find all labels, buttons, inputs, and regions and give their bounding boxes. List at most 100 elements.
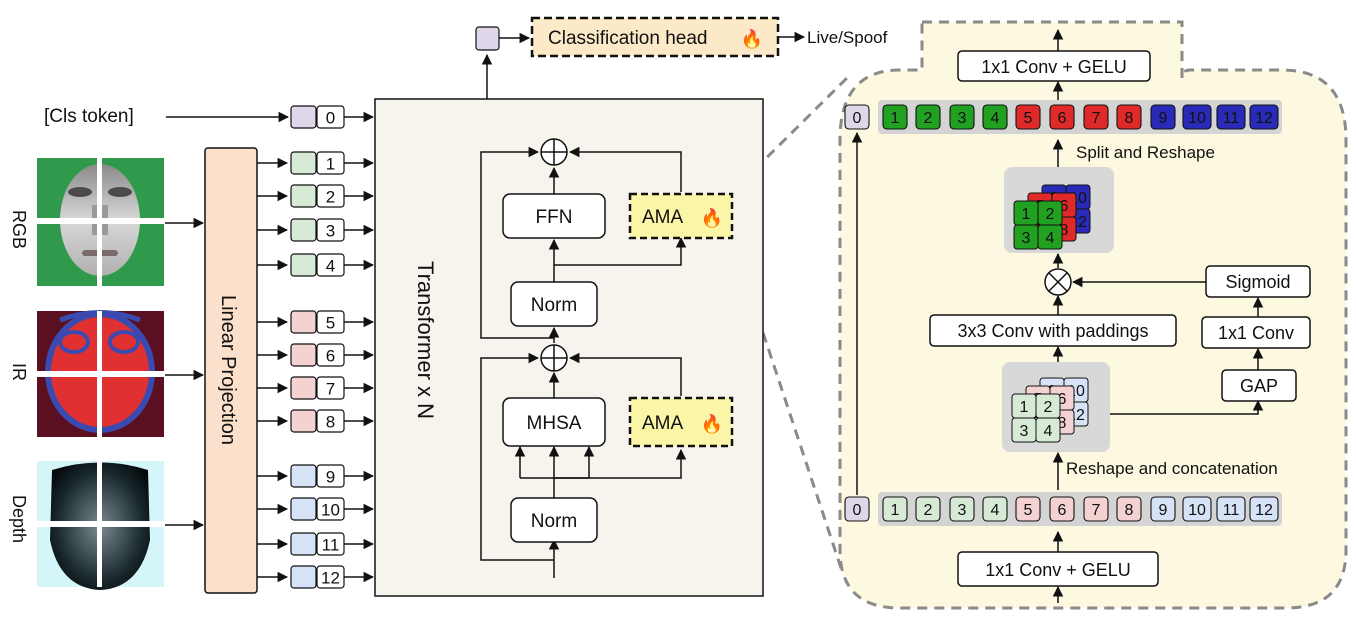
zoom-line-top xyxy=(729,76,849,195)
ama-input-token-label: 0 xyxy=(853,502,862,519)
norm-label-upper: Norm xyxy=(531,295,577,316)
token-embedding xyxy=(290,105,317,129)
ama-output-token-label: 1 xyxy=(891,110,900,127)
ama-upper-to-add xyxy=(568,146,682,192)
ama-input-token xyxy=(1216,496,1246,522)
token-index-label: 0 xyxy=(326,109,335,128)
token-embedding xyxy=(290,151,317,175)
reshaped-input-cell-label: 2 xyxy=(1044,399,1053,416)
token-index-label: 10 xyxy=(321,501,340,520)
add-circle-upper-icon xyxy=(540,138,568,166)
ama-output-token xyxy=(1015,104,1041,130)
token-embedding xyxy=(290,497,317,521)
ama-input-token xyxy=(844,496,870,522)
ffn-label: FFN xyxy=(536,207,573,228)
split-reshape-label: Split and Reshape xyxy=(1076,143,1215,162)
transformer-label: Transformer x N xyxy=(413,261,438,419)
ama-input-token-label: 6 xyxy=(1058,502,1067,519)
residual-upper xyxy=(480,146,554,339)
ama-block-lower xyxy=(628,396,734,448)
ama-label-lower: AMA xyxy=(642,413,684,434)
ama-input-token-label: 11 xyxy=(1223,502,1240,519)
ama-output-token xyxy=(982,104,1008,130)
token-embedding xyxy=(290,218,317,242)
ama-input-token-label: 1 xyxy=(891,502,900,519)
token-embedding xyxy=(290,253,317,277)
ama-input-token-label: 12 xyxy=(1255,502,1273,519)
output-label: Live/Spoof xyxy=(807,28,888,47)
ama-input-row-bg xyxy=(878,492,1282,526)
ama-output-token-label: 12 xyxy=(1255,110,1273,127)
modality-label-rgb: RGB xyxy=(9,210,29,249)
ama-output-token-label: 5 xyxy=(1024,110,1033,127)
reshaped-input-cell-label: 3 xyxy=(1020,423,1029,440)
ama-output-token xyxy=(1249,104,1279,130)
norm-block-upper xyxy=(510,281,598,327)
reshaped-input-cell-label: 8 xyxy=(1058,415,1067,432)
ama-output-token-label: 2 xyxy=(924,110,933,127)
reshape-concat-label: Reshape and concatenation xyxy=(1066,459,1278,478)
reshaped-input-cell xyxy=(1035,417,1061,443)
ama-output-token-label: 9 xyxy=(1159,110,1168,127)
token-index-label: 1 xyxy=(326,155,335,174)
ama-input-token-label: 10 xyxy=(1188,502,1206,519)
ama-block-upper xyxy=(628,192,734,240)
ama-output-token-label: 4 xyxy=(991,110,1000,127)
ama-output-token xyxy=(949,104,975,130)
reshaped-output-cell-label: 1 xyxy=(1022,206,1031,223)
token-index-label: 6 xyxy=(326,347,335,366)
ama-output-token-label: 8 xyxy=(1125,110,1134,127)
ama-input-token-label: 2 xyxy=(924,502,933,519)
ama-input-token xyxy=(915,496,941,522)
ama-output-token xyxy=(1150,104,1176,130)
ama-output-token xyxy=(1182,104,1212,130)
ama-input-token xyxy=(1249,496,1279,522)
ama-input-token-label: 9 xyxy=(1159,502,1168,519)
ama-output-token xyxy=(844,104,870,130)
ama-output-token xyxy=(882,104,908,130)
norm-block-lower xyxy=(510,497,598,543)
classification-head-label: Classification head xyxy=(548,28,707,49)
reshaped-output-cell-label: 2 xyxy=(1046,206,1055,223)
ama-lower-to-add xyxy=(568,352,682,396)
ama-input-token xyxy=(1182,496,1212,522)
multiply-circle-icon xyxy=(1044,268,1072,296)
ama-input-token-label: 4 xyxy=(991,502,1000,519)
reshaped-input-cell-label: 4 xyxy=(1044,423,1053,440)
norm-to-ama-lower xyxy=(554,448,687,479)
token-embedding xyxy=(290,184,317,208)
reshaped-output-cell-label: 8 xyxy=(1060,222,1069,239)
ama-output-token-label: 7 xyxy=(1092,110,1101,127)
token-embedding xyxy=(290,409,317,433)
token-index-label: 12 xyxy=(321,569,340,588)
modality-label-depth: Depth xyxy=(9,495,29,543)
ama-output-token-label: 6 xyxy=(1058,110,1067,127)
sigmoid-label: Sigmoid xyxy=(1225,272,1290,292)
token-embedding xyxy=(290,464,317,488)
ama-input-token-label: 3 xyxy=(958,502,967,519)
ama-input-token xyxy=(982,496,1008,522)
reshaped-output-cell-label: 4 xyxy=(1046,230,1055,247)
token-index-label: 9 xyxy=(326,468,335,487)
ama-label-upper: AMA xyxy=(642,207,684,228)
reshaped-input-cell-label: 6 xyxy=(1058,391,1067,408)
mhsa-label: MHSA xyxy=(527,413,582,434)
ama-input-token-label: 8 xyxy=(1125,502,1134,519)
token-index-label: 7 xyxy=(326,380,335,399)
reshaped-input-cell-label: 1 xyxy=(1020,399,1029,416)
gap-block xyxy=(1221,369,1297,402)
gap-label: GAP xyxy=(1240,376,1278,396)
conv3x3-block xyxy=(929,314,1177,347)
ama-output-token xyxy=(915,104,941,130)
ir-image xyxy=(37,310,164,437)
token-embedding xyxy=(290,343,317,367)
token-index-label: 2 xyxy=(326,188,335,207)
ama-output-row-bg xyxy=(878,100,1282,134)
classification-head-block xyxy=(530,16,780,58)
bottom-conv-label: 1x1 Conv + GELU xyxy=(985,560,1131,580)
ama-input-token-label: 5 xyxy=(1024,502,1033,519)
depth-image xyxy=(37,461,164,590)
ama-output-token-label: 10 xyxy=(1188,110,1206,127)
ffn-block xyxy=(502,193,606,239)
token-index-label: 5 xyxy=(326,314,335,333)
